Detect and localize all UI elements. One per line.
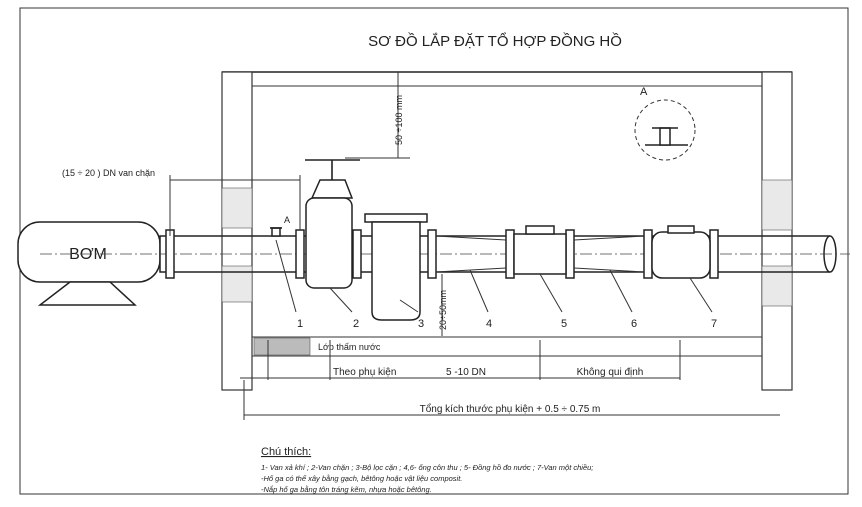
dimension-lines <box>169 72 780 420</box>
detail-marker: A <box>284 215 290 225</box>
flange <box>565 229 575 279</box>
left-wall <box>221 71 253 391</box>
waterproof-layer-hatch <box>253 337 311 356</box>
strainer <box>364 213 428 321</box>
segment-1-dim: Theo phụ kiện <box>333 367 396 378</box>
component-number: 1 <box>297 318 303 330</box>
gate-valve <box>305 159 360 289</box>
flange <box>505 229 515 279</box>
flange <box>709 229 719 279</box>
component-number: 3 <box>418 318 424 330</box>
water-meter <box>513 225 567 275</box>
leader-lines <box>275 239 713 313</box>
flange <box>165 229 175 279</box>
flange <box>295 229 305 279</box>
check-valve <box>651 225 711 279</box>
waterproof-layer-label: Lớp thấm nước <box>318 342 381 352</box>
component-number: 6 <box>631 318 637 330</box>
detail-a-circle <box>634 99 696 161</box>
component-number: 4 <box>486 318 492 330</box>
segment-3-dim: Không qui định <box>577 367 644 378</box>
brick-left-upper <box>221 187 253 229</box>
total-dim: Tổng kích thước phụ kiện + 0.5 ÷ 0.75 m <box>420 403 601 415</box>
pump <box>17 221 171 306</box>
segment-2-dim: 5 -10 DN <box>446 367 486 378</box>
legend-line: -Nắp hố ga bằng tôn tráng kẽm, nhựa hoặc… <box>261 485 432 494</box>
brick-right-upper <box>761 179 793 231</box>
reducer-4 <box>435 235 507 273</box>
flange <box>643 229 653 279</box>
component-number: 7 <box>711 318 717 330</box>
top-gap-dim: 50 ÷100 mm <box>394 95 404 145</box>
bottom-gap-dim: 20÷50mm <box>438 290 448 330</box>
component-number: 5 <box>561 318 567 330</box>
legend-heading: Chú thích: <box>261 446 311 458</box>
flange <box>427 229 437 279</box>
legend-line: 1- Van xả khí ; 2-Van chặn ; 3-Bộ lọc cặ… <box>261 463 593 472</box>
right-wall <box>761 71 793 391</box>
pit <box>221 71 793 391</box>
detail-label: A <box>640 86 648 98</box>
component-number: 2 <box>353 318 359 330</box>
legend-line: -Hố ga có thể xây bằng gạch, bêtông hoặc… <box>261 474 462 483</box>
valve-distance-dim: (15 ÷ 20 ) DN van chặn <box>62 168 155 178</box>
diagram-title: SƠ ĐỒ LẮP ĐẶT TỔ HỢP ĐỒNG HỒ <box>368 32 622 50</box>
flange <box>352 229 362 279</box>
reducer-6 <box>573 235 645 273</box>
air-release-valve <box>270 227 282 237</box>
pump-label: BƠM <box>69 246 107 263</box>
